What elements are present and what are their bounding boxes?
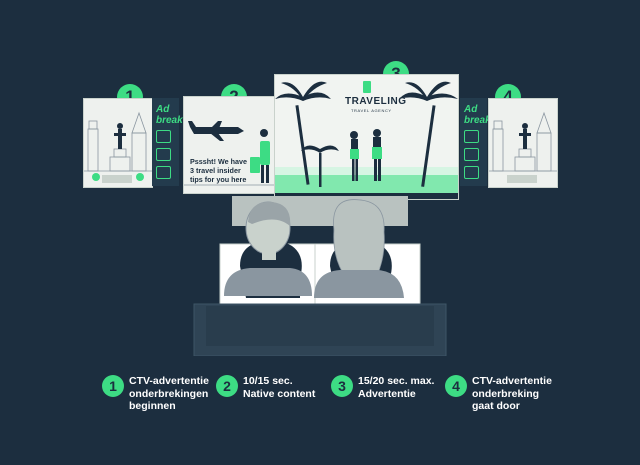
legend-label: CTV-advertentie onderbrekingen beginnen [129,375,209,412]
screen-4-ad-break [488,98,558,188]
legend-number: 2 [216,375,238,397]
legend-number: 4 [445,375,467,397]
ad-icon [464,148,479,161]
legend-number: 1 [102,375,124,397]
ad-icon [464,130,479,143]
ad-break-label: Ad break [156,104,183,126]
ad-break-label: Ad break [464,104,491,126]
legend-step-2: 2 10/15 sec. Native content [216,375,315,400]
ad-icon [464,166,479,179]
legend-label: CTV-advertentie onderbreking gaat door [472,375,552,412]
legend-step-1: 1 CTV-advertentie onderbrekingen beginne… [102,375,209,413]
legend-number: 3 [331,375,353,397]
airplane-traveler-illustration [184,121,274,186]
ad-icon [156,166,171,179]
monument-illustration [489,111,557,183]
ad-icon [156,148,171,161]
legend-label: 10/15 sec. Native content [243,375,316,400]
screen-2-native-content: Psssht! We have 3 travel insider tips fo… [183,96,275,194]
screen-3-advertisement: TRAVELING TRAVEL AGENCY [274,74,459,200]
speech-bubble-text: Psssht! We have 3 travel insider tips fo… [190,157,247,184]
ad-break-panel-1: Ad break [152,98,183,186]
beach-couple-illustration [275,81,458,199]
living-room-illustration [193,196,447,356]
ad-icon [156,130,171,143]
brand-title: TRAVELING [345,96,407,107]
legend-step-3: 3 15/20 sec. max. Advertentie [331,375,434,400]
screen-1-ad-break [83,98,153,188]
legend-label: 15/20 sec. max. Advertentie [358,375,435,400]
ad-break-panel-4: Ad break [460,98,491,186]
brand-subtitle: TRAVEL AGENCY [351,108,392,113]
monument-illustration [84,111,152,183]
legend-step-4: 4 CTV-advertentie onderbreking gaat door [445,375,552,413]
